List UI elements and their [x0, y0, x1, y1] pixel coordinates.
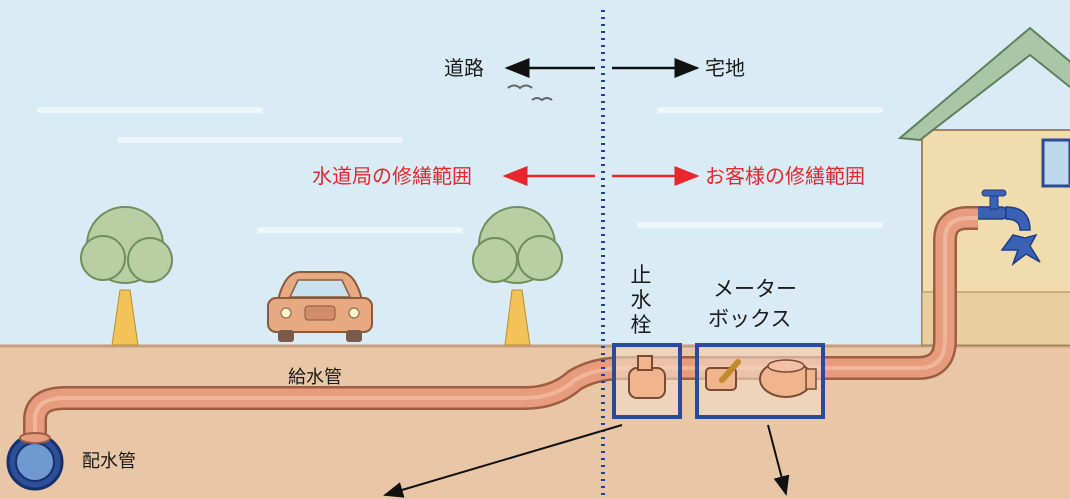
bureau-repair-scope-label: 水道局の修繕範囲 — [312, 164, 472, 188]
meter-box-label-line1: メーター — [713, 277, 797, 301]
tree-right — [472, 206, 563, 346]
main-pipe-icon — [6, 432, 64, 491]
stopcock-pointer-arrow — [383, 424, 623, 498]
meter-box — [695, 343, 825, 419]
tree-left — [80, 206, 173, 346]
valve-handle — [719, 359, 741, 383]
meter-pointer-arrow — [767, 424, 790, 496]
cloud-streaks — [37, 107, 883, 233]
sky — [0, 0, 1070, 345]
meter-box-label-line2: ボックス — [708, 307, 792, 331]
customer-repair-scope-label: お客様の修繕範囲 — [705, 164, 865, 188]
road-label: 道路 — [444, 56, 484, 80]
supply-pipe-label: 給水管 — [288, 367, 342, 388]
stopcock-label: 止水栓 — [630, 263, 652, 338]
car-icon — [267, 271, 373, 342]
faucet-icon — [969, 189, 1041, 267]
bird-icon — [531, 97, 553, 102]
private-lot-label: 宅地 — [705, 56, 745, 80]
main-pipe-label: 配水管 — [82, 451, 136, 472]
stopcock-box — [612, 343, 682, 419]
bird-icon — [507, 84, 533, 90]
